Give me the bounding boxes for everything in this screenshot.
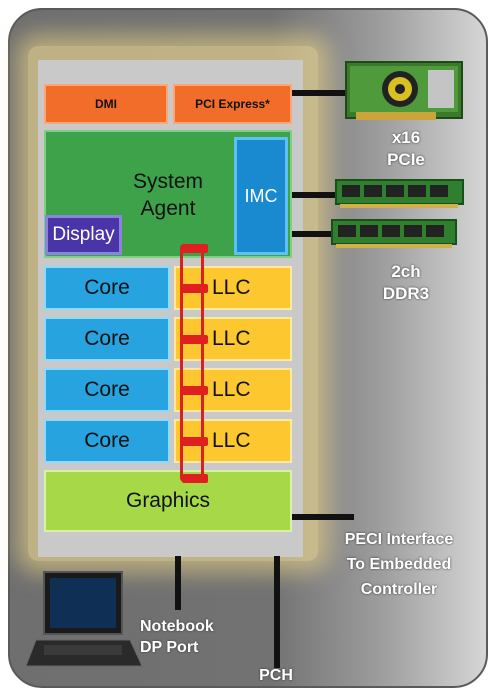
llc-block: LLC (174, 368, 292, 412)
display-block: Display (45, 215, 122, 255)
ring-stop (182, 386, 208, 395)
core-block: Core (44, 317, 170, 361)
core-block: Core (44, 419, 170, 463)
graphics-block: Graphics (44, 470, 292, 532)
peci-label-line2: To Embedded (346, 556, 452, 573)
system-agent-label: System Agent (132, 170, 203, 220)
memory-module-icon (331, 219, 457, 248)
dp-port-label-line1: Notebook (140, 618, 214, 635)
ring-stop (182, 474, 208, 483)
laptop-icon (25, 571, 143, 667)
pcie-link (292, 90, 350, 96)
dp-port-label-line2: DP Port (140, 639, 199, 656)
core-block: Core (44, 266, 170, 310)
dmi-block: DMI (44, 84, 168, 124)
ddr-link-2 (292, 231, 332, 237)
pci-express-block: PCI Express* (173, 84, 292, 124)
ring-stop (182, 335, 208, 344)
memory-module-icon (335, 179, 464, 208)
ring-stop (182, 244, 208, 253)
peci-label-line1: PECI Interface (344, 531, 454, 548)
ring-stop (182, 284, 208, 293)
ddr-channel-label: 2ch (391, 262, 421, 281)
pcie-label: PCIe (387, 150, 425, 169)
graphics-card-icon (345, 61, 463, 120)
ddr3-label: DDR3 (382, 284, 430, 303)
pcie-x16-label: x16 (391, 128, 421, 147)
ddr-link-1 (292, 192, 336, 198)
pch-label: PCH (259, 667, 293, 684)
pch-link (274, 556, 280, 668)
peci-link (292, 514, 354, 520)
ring-stop (182, 437, 208, 446)
imc-block: IMC (234, 137, 288, 255)
dp-link (175, 556, 181, 610)
core-block: Core (44, 368, 170, 412)
peci-label-line3: Controller (360, 581, 438, 598)
